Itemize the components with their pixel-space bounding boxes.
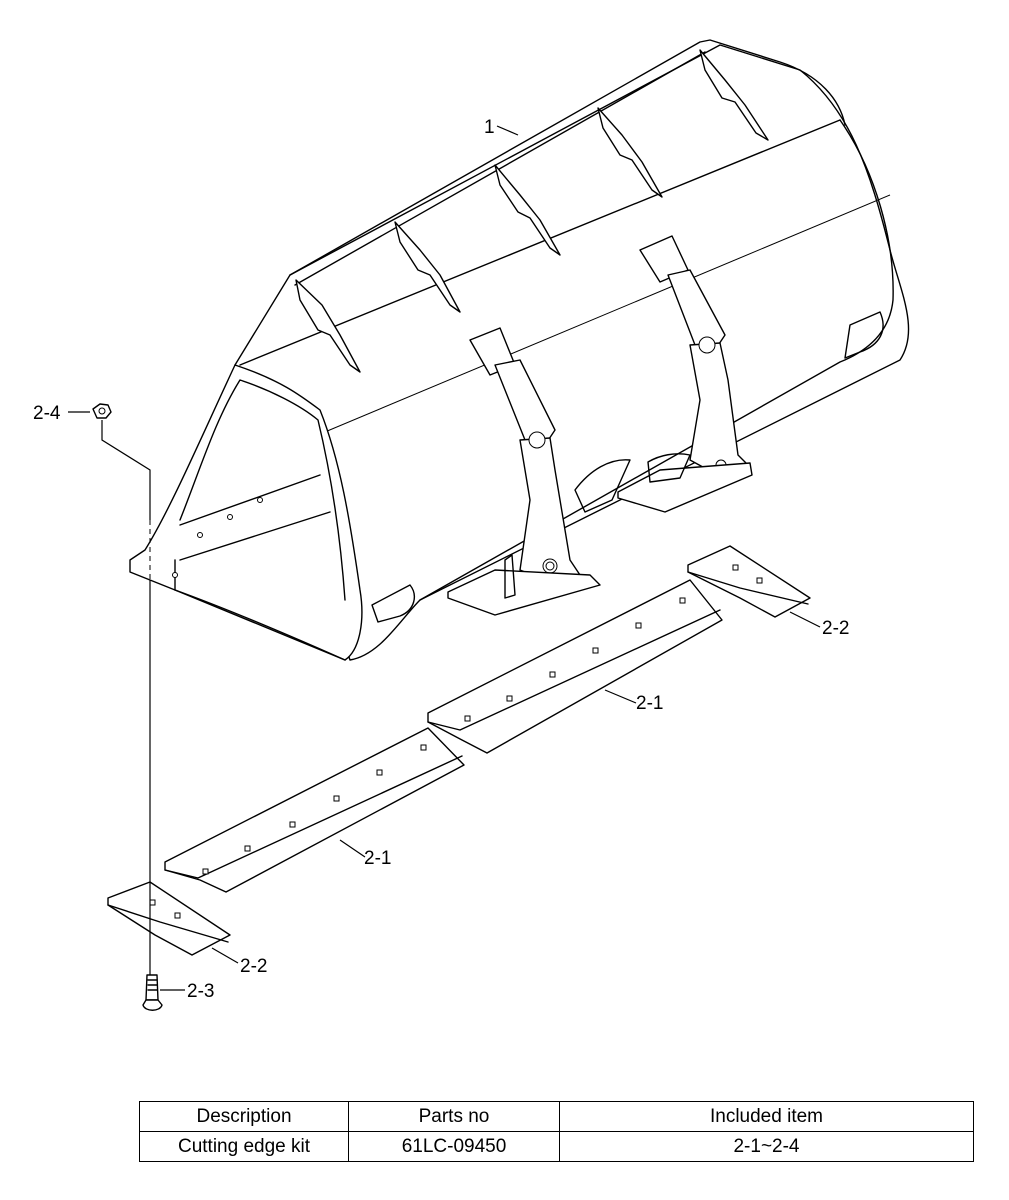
cutting-edge-left: [164, 727, 465, 893]
cutting-edge-center: [427, 579, 723, 754]
table-header-cell: Parts no: [348, 1101, 560, 1132]
label-nut: 2-4: [33, 403, 61, 424]
label-edge-left: 2-1: [364, 848, 391, 869]
label-bucket: 1: [484, 117, 495, 138]
bolt: [142, 974, 163, 1011]
end-bit-left: [107, 881, 231, 956]
label-end-bit-right: 2-2: [822, 618, 849, 639]
parts-diagram: 1 2-4 2-1 2-1 2-2 2-2 2-3: [33, 39, 910, 1011]
leader-lines: [68, 125, 821, 991]
table-header-row: Description Parts no Included item: [139, 1101, 974, 1132]
nut: [92, 403, 112, 419]
table-cell-description: Cutting edge kit: [139, 1131, 349, 1162]
table-cell-parts-no: 61LC-09450: [348, 1131, 560, 1162]
bucket: [129, 39, 910, 661]
label-end-bit-left: 2-2: [240, 956, 267, 977]
table-header-cell: Description: [139, 1101, 349, 1132]
label-bolt: 2-3: [187, 981, 214, 1002]
table-row: Cutting edge kit 61LC-09450 2-1~2-4: [139, 1131, 974, 1162]
table-header-cell: Included item: [559, 1101, 974, 1132]
label-edge-center: 2-1: [636, 693, 663, 714]
table-cell-included-item: 2-1~2-4: [559, 1131, 974, 1162]
end-bit-right: [687, 545, 811, 618]
parts-table: Description Parts no Included item Cutti…: [139, 1101, 974, 1162]
assembly-lines: [101, 420, 151, 975]
